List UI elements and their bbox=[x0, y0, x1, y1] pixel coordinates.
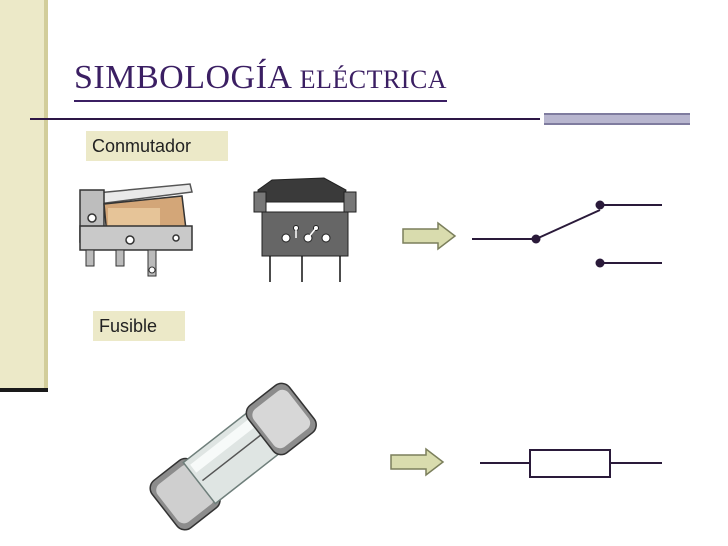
title-rule bbox=[30, 118, 540, 120]
slide-title: SIMBOLOGÍA ELÉCTRICA bbox=[74, 58, 448, 102]
fuse-symbol-icon bbox=[480, 449, 662, 478]
arrow-right-icon bbox=[402, 221, 457, 251]
left-accent-bar-base bbox=[0, 388, 48, 392]
title-rule-accent bbox=[544, 113, 690, 125]
microswitch-photo-icon bbox=[79, 183, 193, 277]
left-accent-bar bbox=[0, 0, 48, 388]
switch-symbol-icon bbox=[472, 200, 662, 268]
glass-fuse-icon bbox=[149, 382, 317, 531]
title-main: SIMBOLOGÍA bbox=[74, 59, 291, 96]
rocker-switch-icon bbox=[253, 177, 357, 282]
label-fusible: Fusible bbox=[93, 311, 185, 341]
label-conmutador: Conmutador bbox=[86, 131, 228, 161]
arrow-right-icon bbox=[390, 447, 445, 477]
title-secondary: ELÉCTRICA bbox=[299, 65, 448, 94]
